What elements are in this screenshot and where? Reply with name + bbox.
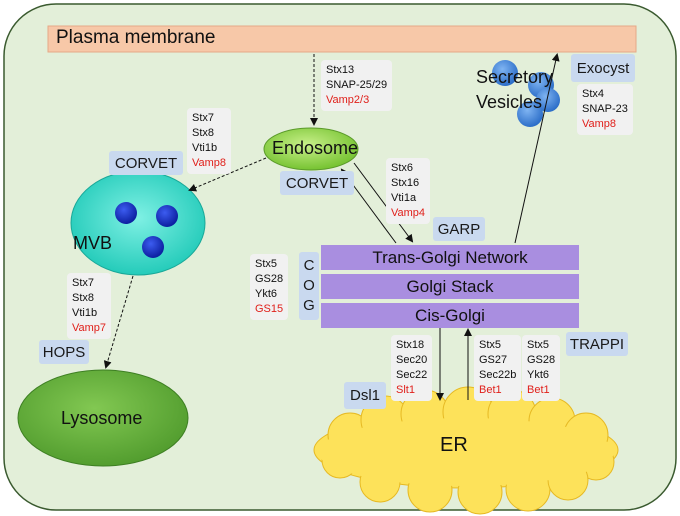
er-cloud [313,386,619,515]
snare-item: Stx6 [391,162,414,174]
snare-item: GS28 [527,354,556,366]
snare-box-er-golgi-a: Stx5 GS27 Sec22b Bet1 [474,335,522,401]
mvb-granule [156,205,178,227]
lysosome-label: Lysosome [61,408,143,428]
snare-item: Stx18 [396,339,425,351]
snare-item-r-snare: GS15 [255,303,284,315]
plasma-membrane-bar [47,25,637,53]
cog-letter: G [303,297,315,314]
snare-box-exocyst: Stx4 SNAP-23 Vamp8 [577,84,633,135]
snare-item: SNAP-23 [582,103,628,115]
garp-box: GARP [433,217,485,241]
snare-item: GS28 [255,273,284,285]
snare-item: SNAP-25/29 [326,79,388,91]
corvet-mvb-box: CORVET [109,151,183,175]
snare-item: Stx5 [527,339,550,351]
snare-item-r-snare: Vamp2/3 [326,94,370,106]
arrow-tgn-to-exocytosis [514,53,560,244]
snare-item: Stx5 [479,339,502,351]
cog-letter: C [303,257,315,274]
exocyst-box: Exocyst [571,54,635,82]
er-label: ER [440,434,468,456]
snare-item: Ykt6 [255,288,278,300]
snare-item: Sec22 [396,369,428,381]
snare-box-golgi-er: Stx18 Sec20 Sec22 Slt1 [391,335,433,401]
trappi-box: TRAPPI [566,332,628,356]
snare-item: Stx7 [192,112,215,124]
snare-item: Sec20 [396,354,428,366]
snare-item-r-snare: Vamp8 [192,157,227,169]
corvet-endosome-box: CORVET [280,171,354,195]
snare-item-r-snare: Vamp4 [391,207,426,219]
snare-box-golgi-cog: Stx5 GS28 Ykt6 GS15 [250,254,289,320]
snare-item: Ykt6 [527,369,550,381]
snare-item: Stx8 [72,292,95,304]
endosome-shape [263,127,359,171]
secretory-vesicle [492,60,518,86]
arrow-endosome-to-tgn [353,162,414,243]
secretory-vesicles-label-line2: Vesicles [476,92,543,112]
snare-box-mvb-lysosome: Stx7 Stx8 Vti1b Vamp7 [67,273,112,339]
endosome-label: Endosome [272,138,359,158]
mvb-granule [142,236,164,258]
snare-item-r-snare: Vamp8 [582,118,617,130]
snare-item: GS27 [479,354,508,366]
plasma-membrane-label: Plasma membrane [56,27,216,48]
mvb-label: MVB [73,233,113,253]
snare-item: Vti1b [192,142,218,154]
snare-item-r-snare: Bet1 [527,384,550,396]
arrow-mvb-to-lysosome [103,275,134,369]
snare-item: Stx13 [326,64,355,76]
cog-box: C O G [299,252,319,320]
snare-item-r-snare: Vamp7 [72,322,107,334]
snare-item: Stx16 [391,177,420,189]
lysosome-shape [17,369,189,467]
snare-item: Stx4 [582,88,605,100]
secretory-vesicles-label-line1: Secretory [476,67,554,87]
dsl1-box: Dsl1 [344,382,386,409]
snare-item: Stx8 [192,127,215,139]
snare-item-r-snare: Slt1 [396,384,415,396]
arrow-endosome-to-mvb [188,157,267,192]
secretory-vesicle [536,88,560,112]
golgi-stack-band: Golgi Stack [321,274,579,299]
cog-letter: O [303,277,315,294]
hops-box: HOPS [39,340,89,364]
snare-item: Stx7 [72,277,95,289]
snare-box-pm-endosome: Stx13 SNAP-25/29 Vamp2/3 [321,60,393,111]
secretory-vesicle [517,101,543,127]
trans-golgi-network-band: Trans-Golgi Network [321,245,579,270]
snare-item: Stx5 [255,258,278,270]
snare-item: Vti1a [391,192,417,204]
snare-box-er-golgi-b: Stx5 GS28 Ykt6 Bet1 [522,335,561,401]
snare-item: Vti1b [72,307,98,319]
snare-box-endosome-mvb: Stx7 Stx8 Vti1b Vamp8 [187,108,232,174]
mvb-granule [115,202,137,224]
snare-box-tgn-endosome: Stx6 Stx16 Vti1a Vamp4 [386,158,431,224]
cis-golgi-band: Cis-Golgi [321,303,579,328]
snare-item: Sec22b [479,369,517,381]
mvb-shape [70,170,206,276]
snare-item-r-snare: Bet1 [479,384,502,396]
